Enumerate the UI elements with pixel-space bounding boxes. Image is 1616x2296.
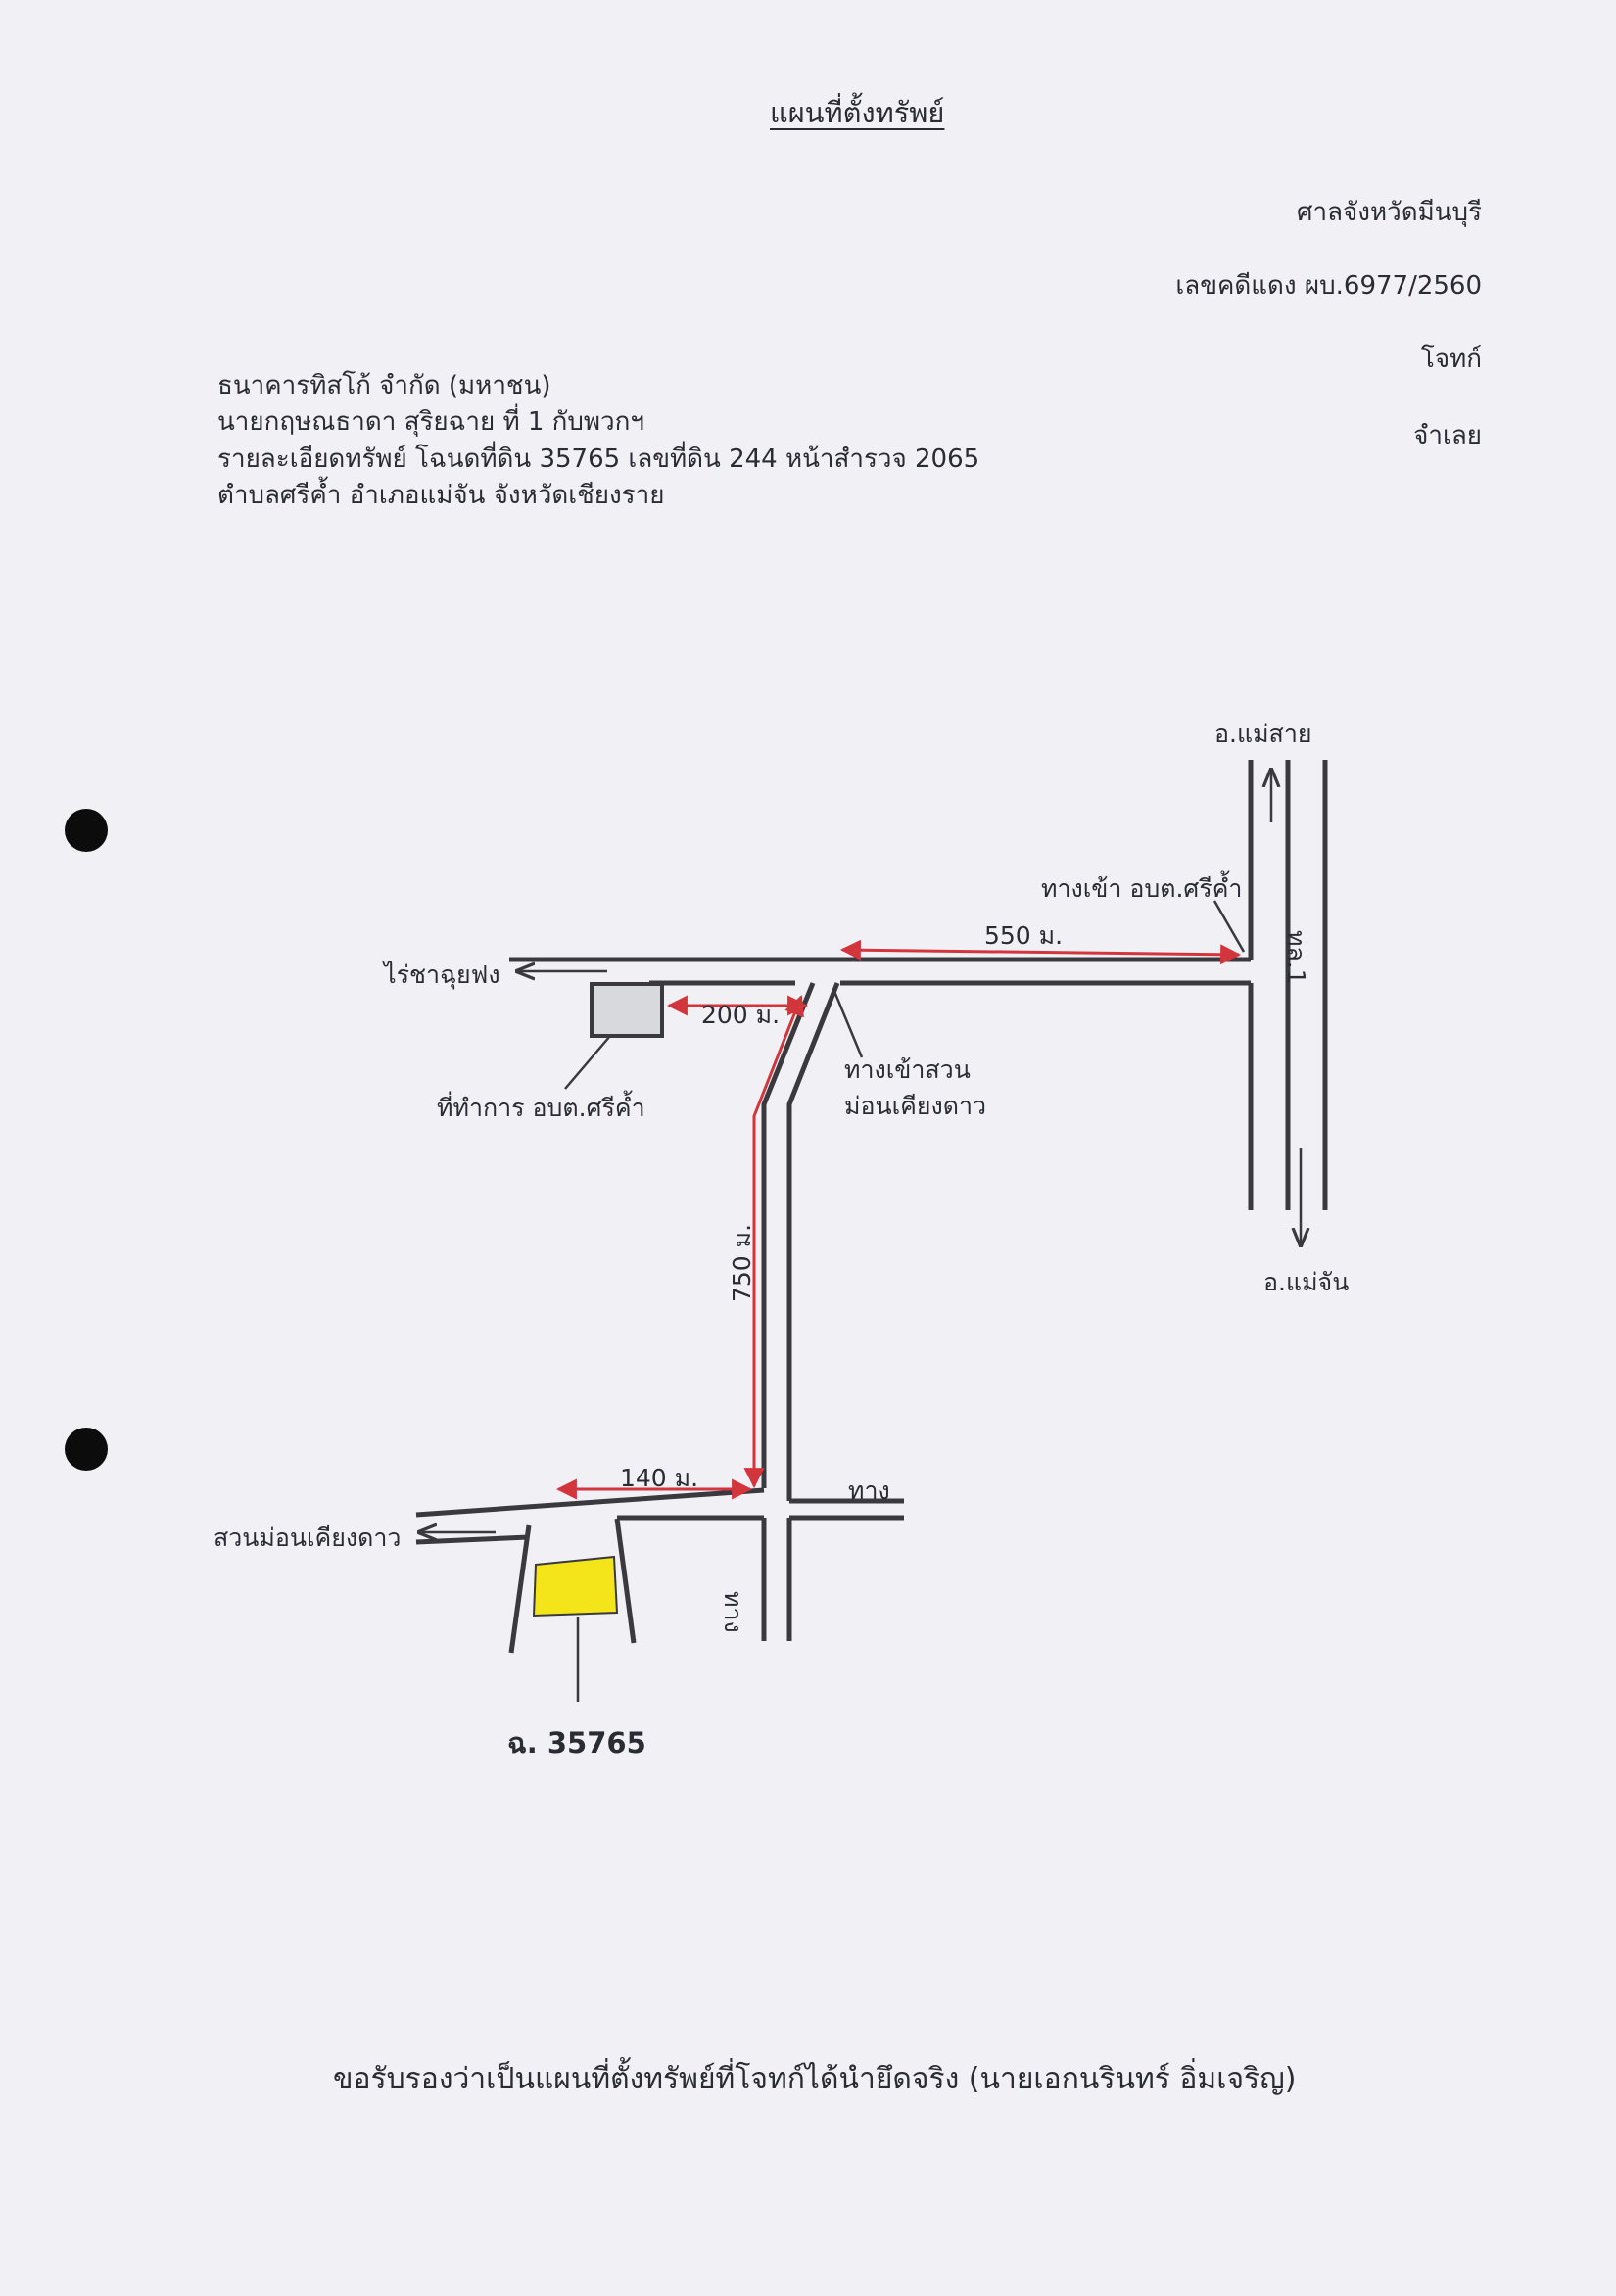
parcel-lane <box>508 1518 637 1654</box>
highway-label: ทล.1 <box>1282 930 1310 985</box>
road-label-vertical: ทาง <box>719 1591 747 1633</box>
distance-label-550: 550 ม. <box>984 921 1064 950</box>
distance-arrow-750 <box>743 995 804 1489</box>
sao-office-label: ที่ทำการ อบต.ศรีค้ำ <box>437 1094 645 1122</box>
property-detail: รายละเอียดทรัพย์ โฉนดที่ดิน 35765 เลขที่… <box>217 445 980 474</box>
garden-entrance-leader <box>832 988 864 1058</box>
road-label-horizontal: ทาง <box>848 1476 890 1505</box>
east-west-road <box>509 957 1251 986</box>
property-location: ตำบลศรีค้ำ อำเภอแม่จัน จังหวัดเชียงราย <box>217 481 665 510</box>
garden-name-label: สวนม่อนเคียงดาว <box>214 1523 402 1552</box>
distance-arrow-550 <box>839 939 1242 965</box>
certification-statement: ขอรับรองว่าเป็นแผนที่ตั้งทรัพย์ที่โจทก์ไ… <box>333 2062 1297 2096</box>
sao-entrance-label: ทางเข้า อบต.ศรีค้ำ <box>1041 874 1243 903</box>
lower-road <box>415 1487 904 1641</box>
highway-1-road <box>1248 760 1328 1210</box>
distance-arrows <box>555 939 1242 1500</box>
land-parcel-35765 <box>532 1555 619 1617</box>
defendant-label: จำเลย <box>1413 421 1482 450</box>
distance-label-200: 200 ม. <box>701 1001 781 1029</box>
rai-cha-label: ไร่ชาฉุยฟง <box>384 961 500 989</box>
plaintiff-name: ธนาคารทิสโก้ จำกัด (มหาชน) <box>217 371 551 400</box>
mae-chan-label: อ.แม่จัน <box>1263 1268 1350 1296</box>
mae-sai-label: อ.แม่สาย <box>1214 720 1312 748</box>
court-name: ศาลจังหวัดมีนบุรี <box>1297 198 1482 227</box>
deed-number-label: ฉ. 35765 <box>507 1726 646 1759</box>
punch-hole-top <box>65 809 108 852</box>
punch-hole-bottom <box>65 1428 108 1471</box>
defendant-name: นายกฤษณธาดา สุริยฉาย ที่ 1 กับพวกฯ <box>217 407 644 437</box>
garden-entrance-label-2: ม่อนเคียงดาว <box>844 1092 987 1120</box>
plaintiff-label: โจทก์ <box>1420 345 1482 374</box>
distance-label-140: 140 ม. <box>620 1464 699 1492</box>
garden-entrance-label-1: ทางเข้าสวน <box>844 1055 971 1084</box>
sao-office-leader <box>564 1035 611 1090</box>
document-title: แผนที่ตั้งทรัพย์ <box>770 96 945 129</box>
sao-office-building <box>590 982 664 1038</box>
case-number: เลขคดีแดง ผบ.6977/2560 <box>1175 271 1482 301</box>
distance-label-750: 750 ม. <box>728 1223 756 1302</box>
